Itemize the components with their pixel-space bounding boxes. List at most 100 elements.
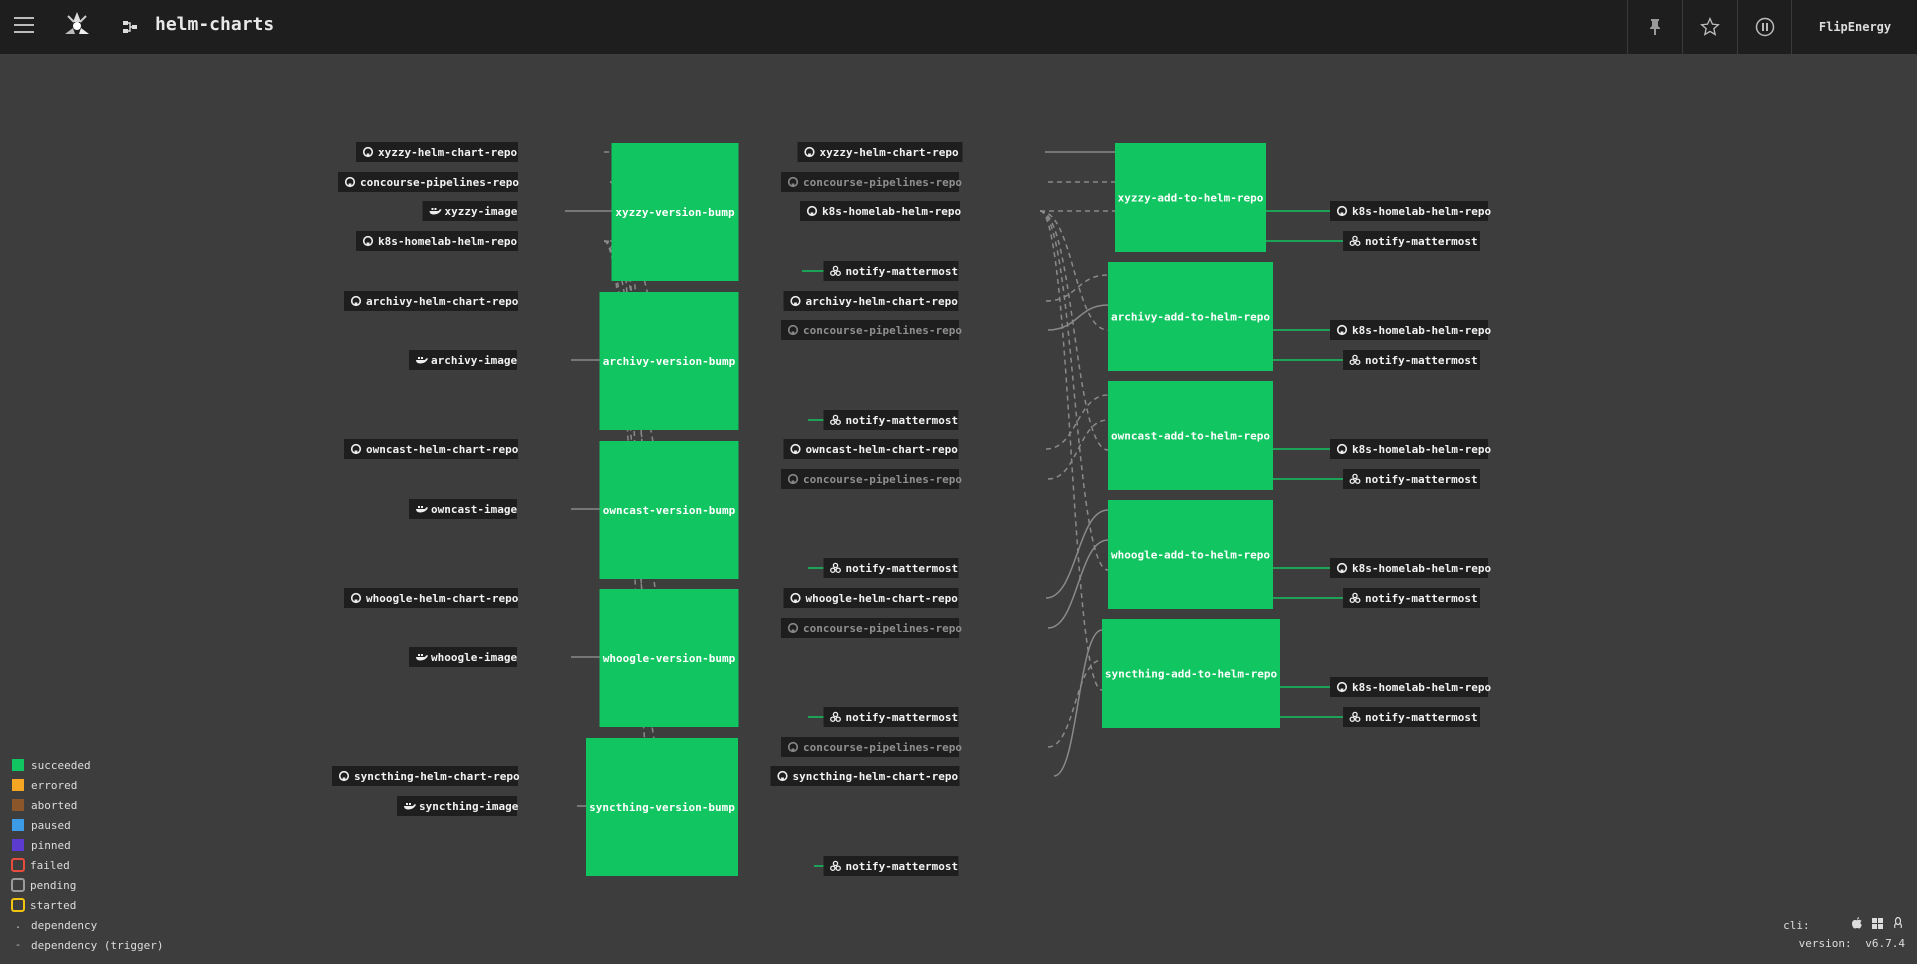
concourse-logo[interactable] (60, 8, 94, 44)
resource-node[interactable]: concourse-pipelines-repo (338, 172, 519, 192)
resource-node[interactable]: xyzzy-image (422, 201, 518, 221)
windows-icon[interactable] (1870, 918, 1884, 932)
job-node[interactable]: xyzzy-version-bump (611, 143, 739, 281)
resource-node[interactable]: syncthing-helm-chart-repo (770, 766, 960, 786)
resource-name: xyzzy-helm-chart-repo (378, 146, 517, 159)
resource-node[interactable]: notify-mattermost (823, 261, 959, 281)
resource-node[interactable]: concourse-pipelines-repo (781, 320, 962, 340)
resource-name: notify-mattermost (1365, 711, 1478, 724)
resource-node[interactable]: archivy-image (409, 350, 517, 370)
pin-button[interactable] (1627, 0, 1682, 54)
resource-node[interactable]: notify-mattermost (823, 558, 959, 578)
job-node[interactable]: xyzzy-add-to-helm-repo (1115, 143, 1266, 252)
legend-label: errored (31, 778, 78, 792)
resource-name: notify-mattermost (846, 414, 959, 427)
job-node[interactable]: syncthing-version-bump (586, 738, 738, 876)
pin-icon (1650, 19, 1660, 35)
resource-name: syncthing-helm-chart-repo (354, 770, 520, 783)
legend-item-dependency: .dependency (12, 915, 163, 935)
user-menu[interactable]: FlipEnergy (1791, 0, 1917, 54)
resource-node[interactable]: notify-mattermost (823, 707, 959, 727)
resource-node[interactable]: k8s-homelab-helm-repo (356, 231, 518, 251)
resource-node[interactable]: concourse-pipelines-repo (781, 469, 962, 489)
github-icon (787, 324, 799, 336)
docker-icon (416, 654, 428, 661)
pipeline-title[interactable]: helm-charts (155, 14, 275, 35)
mattermost-icon (830, 562, 841, 573)
resource-name: xyzzy-helm-chart-repo (820, 146, 959, 159)
resource-node[interactable]: xyzzy-helm-chart-repo (797, 142, 963, 162)
legend-label: dependency (trigger) (31, 938, 164, 952)
job-name: owncast-add-to-helm-repo (1111, 430, 1270, 443)
resource-node[interactable]: concourse-pipelines-repo (781, 618, 962, 638)
apple-icon[interactable] (1850, 917, 1864, 932)
resource-node[interactable]: notify-mattermost (823, 410, 959, 430)
resource-node[interactable]: k8s-homelab-helm-repo (1330, 439, 1491, 459)
star-icon (1700, 17, 1720, 36)
legend-item-pending: pending (11, 875, 163, 895)
job-node[interactable]: whoogle-version-bump (599, 589, 739, 727)
resource-node[interactable]: owncast-image (409, 499, 517, 519)
legend-item-started: started (11, 895, 163, 915)
resource-node[interactable]: k8s-homelab-helm-repo (1330, 677, 1491, 697)
resource-name: whoogle-helm-chart-repo (366, 592, 519, 605)
hamburger-icon[interactable] (14, 17, 34, 33)
github-icon (1336, 205, 1348, 217)
legend-label: started (30, 898, 77, 912)
github-icon (350, 592, 362, 604)
resource-name: k8s-homelab-helm-repo (822, 205, 961, 218)
resource-name: k8s-homelab-helm-repo (378, 235, 517, 248)
resource-node[interactable]: xyzzy-helm-chart-repo (356, 142, 518, 162)
cli-download-row: cli: (1783, 916, 1905, 932)
resource-node[interactable]: k8s-homelab-helm-repo (1330, 320, 1491, 340)
job-node[interactable]: archivy-version-bump (599, 292, 739, 430)
resource-node[interactable]: notify-mattermost (1343, 588, 1480, 608)
legend-label: aborted (31, 798, 78, 812)
resource-node[interactable]: k8s-homelab-helm-repo (1330, 558, 1491, 578)
legend-item-succeeded: succeeded (12, 755, 163, 775)
resource-node[interactable]: concourse-pipelines-repo (781, 172, 962, 192)
resource-node[interactable]: whoogle-helm-chart-repo (344, 588, 519, 608)
job-name: syncthing-version-bump (589, 801, 735, 814)
resource-node[interactable]: notify-mattermost (1343, 707, 1480, 727)
job-name: syncthing-add-to-helm-repo (1105, 668, 1278, 681)
resource-node[interactable]: notify-mattermost (823, 856, 959, 876)
resource-name: k8s-homelab-helm-repo (1352, 681, 1491, 694)
resource-node[interactable]: k8s-homelab-helm-repo (800, 201, 961, 221)
resource-node[interactable]: whoogle-image (409, 647, 517, 667)
github-icon (804, 146, 815, 158)
resource-name: notify-mattermost (846, 711, 959, 724)
legend-item-paused: paused (12, 815, 163, 835)
legend-swatch (12, 779, 24, 791)
resource-node[interactable]: archivy-helm-chart-repo (783, 291, 959, 311)
pause-icon (1755, 17, 1775, 37)
resource-node[interactable]: notify-mattermost (1343, 231, 1480, 251)
resource-node[interactable]: k8s-homelab-helm-repo (1330, 201, 1491, 221)
resource-node[interactable]: notify-mattermost (1343, 469, 1480, 489)
resource-name: archivy-helm-chart-repo (806, 295, 959, 308)
github-icon (362, 235, 374, 247)
resource-name: syncthing-image (419, 800, 519, 813)
mattermost-icon (1349, 354, 1361, 365)
resource-node[interactable]: owncast-helm-chart-repo (783, 439, 959, 459)
job-node[interactable]: owncast-add-to-helm-repo (1108, 381, 1273, 490)
job-name: archivy-version-bump (603, 355, 736, 368)
job-node[interactable]: syncthing-add-to-helm-repo (1102, 619, 1280, 728)
job-name: xyzzy-add-to-helm-repo (1118, 192, 1264, 205)
job-node[interactable]: owncast-version-bump (599, 441, 739, 579)
pause-pipeline-button[interactable] (1737, 0, 1792, 54)
resource-node[interactable]: concourse-pipelines-repo (781, 737, 962, 757)
resource-node[interactable]: owncast-helm-chart-repo (344, 439, 519, 459)
resource-name: syncthing-helm-chart-repo (793, 770, 959, 783)
job-node[interactable]: archivy-add-to-helm-repo (1108, 262, 1273, 371)
job-node[interactable]: whoogle-add-to-helm-repo (1108, 500, 1273, 609)
mattermost-icon (830, 265, 841, 276)
resource-node[interactable]: syncthing-image (397, 796, 519, 816)
resource-node[interactable]: archivy-helm-chart-repo (344, 291, 519, 311)
resource-node[interactable]: syncthing-helm-chart-repo (332, 766, 520, 786)
resource-node[interactable]: whoogle-helm-chart-repo (783, 588, 959, 608)
legend-label: dependency (31, 918, 98, 932)
resource-node[interactable]: notify-mattermost (1343, 350, 1480, 370)
linux-icon[interactable] (1891, 916, 1905, 932)
favorite-button[interactable] (1682, 0, 1737, 54)
